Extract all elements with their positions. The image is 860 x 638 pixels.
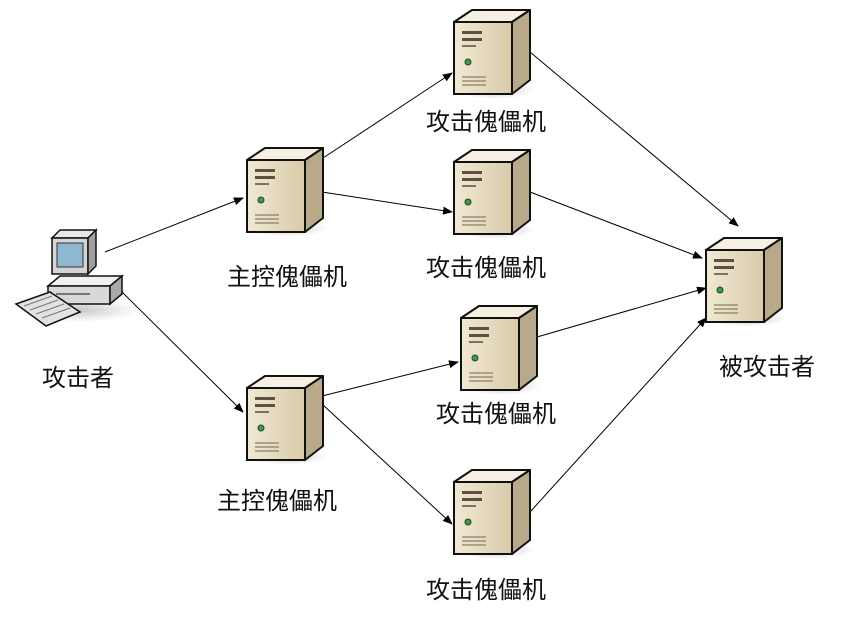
node-label-master1: 主控傀儡机 [227,263,347,291]
arrow-bot4-victim [529,317,707,513]
node-label-bot1: 攻击傀儡机 [426,108,546,136]
server-icon [453,149,534,239]
server-icon [705,237,786,327]
server-icon [453,9,534,99]
node-label-victim: 被攻击者 [719,353,815,381]
server-icon [460,305,541,395]
edges-layer [104,51,739,525]
node-label-bot4: 攻击傀儡机 [426,576,546,604]
arrow-attacker-master1 [104,197,244,253]
server-icon [246,147,327,237]
server-icon [453,469,534,559]
arrow-master2-bot4 [321,403,453,525]
node-label-attacker: 攻击者 [42,364,114,392]
desktop-computer-icon [14,228,138,327]
server-icon [246,375,327,465]
arrow-master2-bot3 [321,360,459,397]
arrow-bot2-victim [529,191,703,259]
nodes-layer [14,9,786,559]
node-label-master2: 主控傀儡机 [217,487,337,515]
node-label-bot3: 攻击傀儡机 [436,400,556,428]
arrow-bot1-victim [529,51,739,227]
arrow-master1-bot1 [319,72,453,161]
arrow-master1-bot2 [321,191,453,215]
arrow-bot3-victim [536,286,707,338]
node-label-bot2: 攻击傀儡机 [426,254,546,282]
arrow-attacker-master2 [117,287,244,413]
